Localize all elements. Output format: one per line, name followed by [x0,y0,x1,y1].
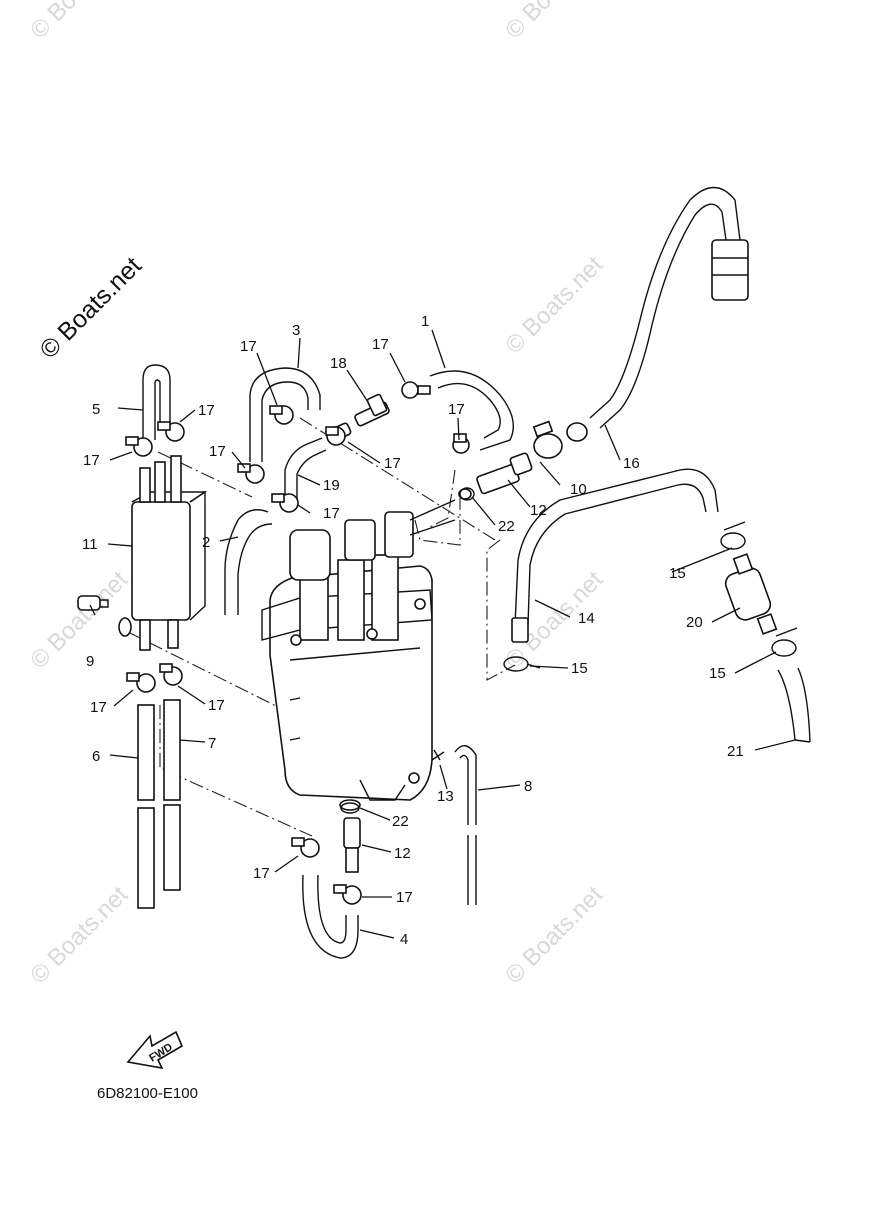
hose-3 [249,367,321,462]
leader-lines [89,329,796,939]
hose-6 [137,704,155,909]
callout-17l: 17 [396,889,413,906]
callout-3: 3 [292,322,300,339]
callout-17f: 17 [448,401,465,418]
hose-19 [284,437,327,505]
callout-15c: 15 [709,665,726,682]
connector-12-top [458,452,533,500]
hose-8 [454,745,477,905]
callout-8: 8 [524,778,532,795]
callout-15a: 15 [571,660,588,677]
callout-20: 20 [686,614,703,631]
o-ring-22-top [459,487,475,501]
callout-17i: 17 [90,699,107,716]
callout-5: 5 [92,401,100,418]
hose-4 [302,874,359,959]
clip-15b [771,627,798,657]
callout-15b: 15 [669,565,686,582]
hose-7 [163,699,181,891]
hose-2 [224,509,273,615]
hose-21 [777,667,811,743]
callout-10: 10 [570,481,587,498]
callout-17b: 17 [372,336,389,353]
callout-17a: 17 [240,338,257,355]
hose-14-end [511,617,529,643]
watermark: © Boats.net [500,251,608,359]
callout-22a: 22 [498,518,515,535]
connector-12-bottom [339,799,361,873]
callout-17h: 17 [323,505,340,522]
callout-17k: 17 [253,865,270,882]
callout-18: 18 [330,355,347,372]
quick-connector [711,239,749,301]
watermark: © Boats.net [25,0,133,44]
fittings-17 [125,381,470,905]
callout-17c: 17 [198,402,215,419]
callout-7: 7 [208,735,216,752]
watermark: © Boats.net [25,881,133,989]
pin-13 [431,749,445,761]
watermark-dark: © Boats.net [34,252,146,364]
vapor-separator [261,499,456,801]
callout-1: 1 [421,313,429,330]
hose-16 [589,186,741,429]
callout-21: 21 [727,743,744,760]
bolt-9 [77,595,132,637]
hose-1 [429,370,514,451]
fwd-arrow-icon: FWD [126,1030,184,1070]
watermark: © Boats.net [25,566,133,674]
callout-17d: 17 [83,452,100,469]
callout-12b: 12 [394,845,411,862]
callouts: 1 2 3 4 5 6 7 8 9 10 11 12 12 13 14 15 1… [82,313,744,948]
o-ring-22-bottom [340,802,360,814]
filter-20 [724,553,778,635]
callout-22b: 22 [392,813,409,830]
callout-11: 11 [82,536,98,553]
callout-17j: 17 [208,697,225,714]
clamp-10 [532,420,588,459]
watermark: © Boats.net [500,881,608,989]
callout-16: 16 [623,455,640,472]
callout-4: 4 [400,931,408,948]
fuel-filter-11 [131,455,208,651]
callout-12a: 12 [530,502,547,519]
callout-14: 14 [578,610,595,627]
callout-2: 2 [202,534,210,551]
callout-17g: 17 [384,455,401,472]
callout-17e: 17 [209,443,226,460]
hose-14 [514,468,719,626]
diagram-code: 6D82100-E100 [97,1085,198,1102]
callout-9: 9 [86,653,94,670]
watermark: © Boats.net [500,0,608,44]
hose-5 [142,364,171,440]
callout-13: 13 [437,788,454,805]
callout-19: 19 [323,477,340,494]
callout-6: 6 [92,748,100,765]
watermarks: © Boats.net © Boats.net © Boats.net © Bo… [25,0,608,989]
clip-15a [720,521,746,550]
